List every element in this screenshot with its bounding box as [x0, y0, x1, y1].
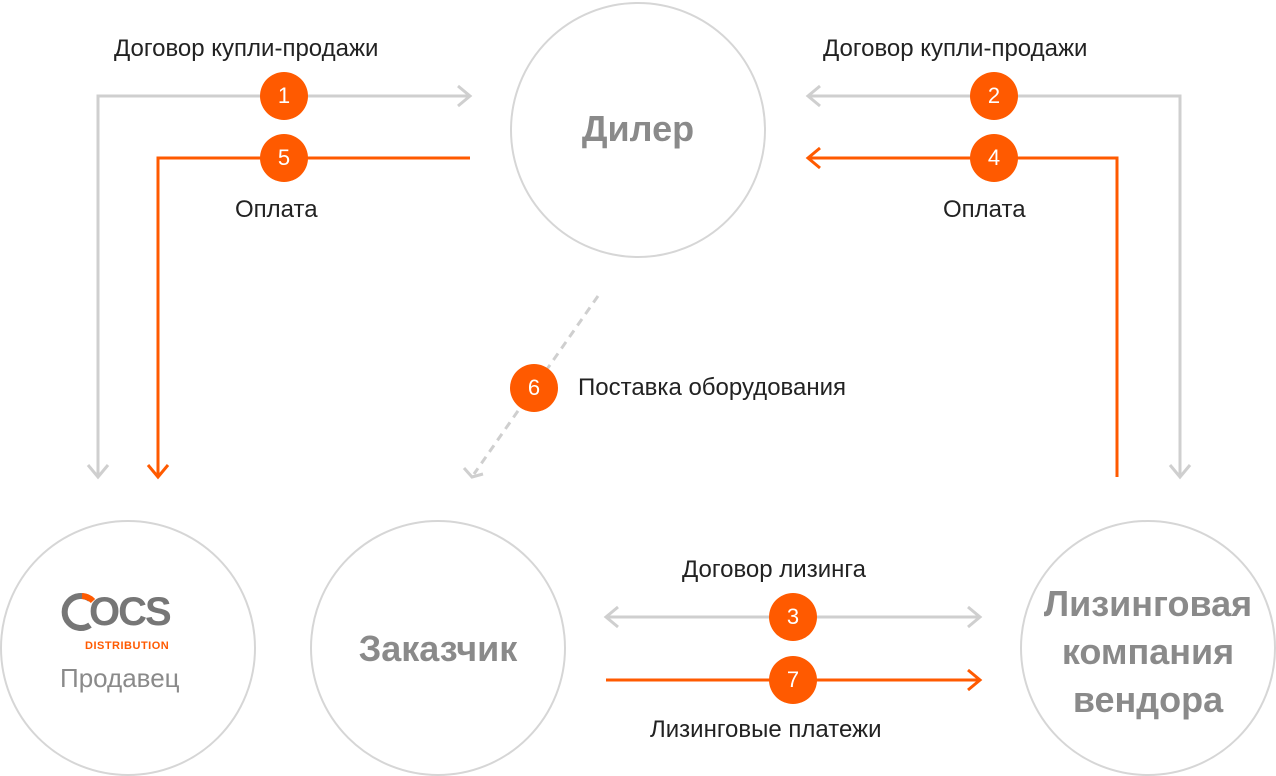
arrow-sales-contract-left [96, 94, 470, 475]
label-equipment-delivery: Поставка оборудования [578, 374, 847, 401]
leasing-company-label: Лизинговая компания вендора [1043, 583, 1253, 720]
label-payment-right: Оплата [943, 196, 1026, 223]
arrowhead-sales-contract-left [457, 84, 473, 108]
ocs-wordmark: OCS [89, 590, 172, 634]
step-badge-6: 6 [510, 364, 558, 412]
arrow-payment-right [808, 156, 1119, 477]
arrow-sales-contract-right [808, 94, 1182, 475]
arrowhead-to-seller-gray [86, 464, 110, 480]
customer-label: Заказчик [358, 628, 518, 669]
arrowhead-to-leasing-gray [1168, 464, 1192, 480]
dealer-node [510, 2, 766, 258]
label-leasing-contract: Договор лизинга [682, 556, 866, 583]
arrowhead-payment-right [805, 146, 821, 170]
step-badge-3: 3 [769, 593, 817, 641]
arrowhead-leasing-contract-right [967, 605, 983, 629]
step-badge-5: 5 [260, 134, 308, 182]
step-badge-4: 4 [970, 134, 1018, 182]
ocs-distribution-logo: OCS DISTRIBUTION [61, 592, 201, 662]
arrowhead-equipment-delivery [462, 467, 484, 479]
arrowhead-sales-contract-right [805, 84, 821, 108]
dealer-label: Дилер [581, 108, 695, 149]
seller-label: Продавец [60, 663, 180, 693]
step-badge-2: 2 [970, 72, 1018, 120]
ocs-ring-icon [61, 593, 96, 631]
ocs-subline: DISTRIBUTION [85, 640, 170, 652]
label-sales-contract-right: Договор купли-продажи [823, 35, 1088, 62]
customer-node [310, 520, 566, 776]
arrowhead-leasing-contract-left [603, 605, 619, 629]
label-leasing-payments: Лизинговые платежи [650, 716, 882, 743]
arrow-payment-left [156, 156, 470, 475]
step-badge-7: 7 [769, 656, 817, 704]
leasing-company-node [1020, 520, 1276, 776]
label-sales-contract-left: Договор купли-продажи [114, 35, 379, 62]
seller-node [0, 520, 256, 776]
arrowhead-leasing-payments [967, 668, 983, 692]
arrowhead-payment-left [146, 464, 170, 480]
step-badge-1: 1 [260, 72, 308, 120]
label-payment-left: Оплата [235, 196, 318, 223]
